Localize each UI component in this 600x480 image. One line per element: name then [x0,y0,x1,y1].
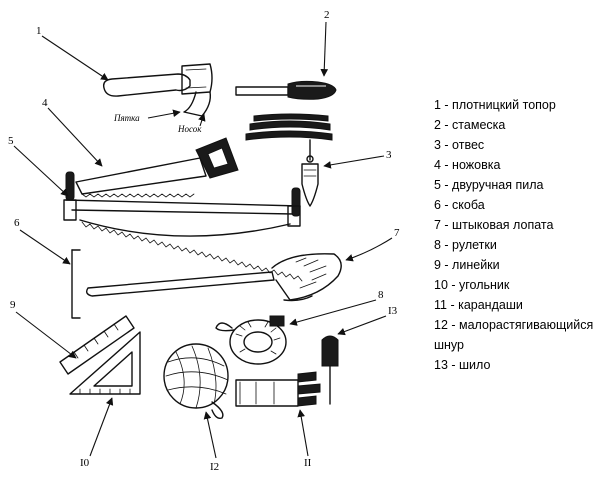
awl-icon [321,335,339,405]
legend-item-13: 13 - шило [434,358,491,372]
callout-3: 3 [386,149,392,161]
hand-saw-icon [75,137,239,198]
legend-item-11: 11 - карандаши [434,298,523,312]
leader-8 [289,299,377,326]
legend-item-9: 9 - линейки [434,258,500,272]
legend-item-12: 12 - малорастягивающийся шнур [434,318,594,352]
callout-1: 1 [36,25,42,37]
legend-item-3: 3 - отвес [434,138,485,152]
legend-item-10: 10 - угольник [434,278,510,292]
legend-item-8: 8 - рулетки [434,238,497,252]
spade-icon [85,253,342,302]
square-icon [69,331,141,395]
legend-item-4: 4 - ножовка [434,158,501,172]
axe-icon [102,63,213,117]
legend-item-2: 2 - стамеска [434,118,506,132]
leader-11 [297,409,309,457]
axe-toe-label: Носок [177,124,202,134]
callout-8: 8 [378,289,384,301]
axe-heel-label: Пятка [113,113,140,123]
leader-13 [337,315,387,336]
leader-4 [47,107,103,167]
callout-13: I3 [388,305,398,317]
ruler-icon [59,315,135,375]
legend-item-7: 7 - штыковая лопата [434,218,554,232]
leader-toe [198,113,206,127]
callout-12: I2 [210,461,219,473]
callout-10: I0 [80,457,90,469]
callout-2: 2 [324,9,330,21]
callout-9: 9 [10,299,16,311]
leader-3 [323,155,385,169]
chisel-icon [235,80,337,100]
leader-2 [320,21,329,77]
leader-heel [147,109,181,119]
leader-12 [203,411,217,459]
leader-9 [15,311,77,359]
cord-ball-icon [163,343,229,420]
pencils-icon [235,371,321,407]
leader-10 [89,397,114,457]
legend-item-5: 5 - двуручная пила [434,178,544,192]
tools-legend: 1 - плотницкий топор 2 - стамеска 3 - от… [434,95,596,375]
callout-5: 5 [8,135,14,147]
legend-item-6: 6 - скоба [434,198,485,212]
leader-7 [345,237,393,262]
leader-6 [19,229,71,265]
plumb-bob-icon [301,139,319,207]
two-handed-saw-icon [63,171,303,282]
leader-1 [41,35,109,81]
bracket-icon [71,249,81,319]
callout-7: 7 [394,227,400,239]
callout-4: 4 [42,97,48,109]
callout-6: 6 [14,217,20,229]
wood-bundle-icon [245,113,333,141]
callout-11: II [304,457,312,469]
legend-item-1: 1 - плотницкий топор [434,98,556,112]
leader-5 [13,145,69,197]
tape-measure-icon [215,315,287,365]
